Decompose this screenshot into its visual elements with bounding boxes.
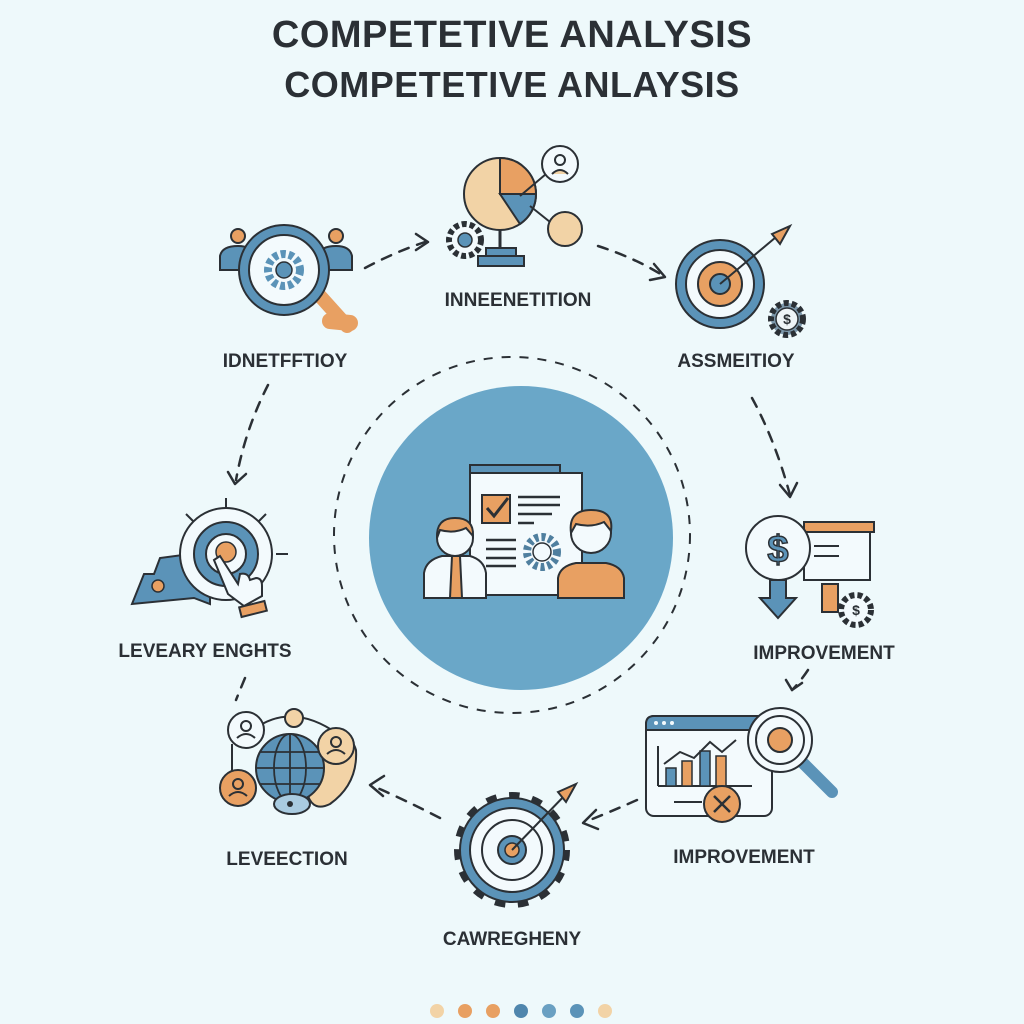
dollar-presentation-icon: $ $ bbox=[745, 515, 875, 628]
step-label-1: IDNETFFTIOY bbox=[222, 351, 348, 372]
step-label-5: IMPROVEMENT bbox=[673, 847, 815, 868]
step-label-4: IMPROVEMENT bbox=[753, 643, 895, 664]
svg-text:$: $ bbox=[852, 602, 860, 618]
step-label-2: INNEENETITION bbox=[444, 290, 592, 311]
magnifier-gear-people-icon bbox=[219, 224, 358, 333]
step-label-7: LEVEECTION bbox=[226, 849, 348, 870]
page-dot-6[interactable] bbox=[570, 1004, 584, 1018]
gear-target-icon bbox=[454, 781, 579, 908]
page-dot-2[interactable] bbox=[458, 1004, 472, 1018]
team-document-checklist-icon bbox=[369, 386, 673, 690]
page-title: COMPETETIVE ANALYSIS bbox=[271, 14, 753, 56]
page-dot-5[interactable] bbox=[542, 1004, 556, 1018]
pagination-dots bbox=[430, 1004, 612, 1018]
target-hand-click-icon bbox=[130, 498, 288, 619]
step-label-6: CAWREGHENY bbox=[442, 929, 582, 950]
page-dot-7[interactable] bbox=[598, 1004, 612, 1018]
chart-magnifier-icon bbox=[645, 707, 838, 823]
step-label-8: LEVEARY ENGHTS bbox=[118, 641, 292, 662]
page-dot-3[interactable] bbox=[486, 1004, 500, 1018]
target-arrow-dollar-gear-icon: $ bbox=[675, 223, 806, 338]
globe-network-icon bbox=[219, 708, 358, 815]
step-label-3: ASSMEITIOY bbox=[677, 351, 795, 372]
page-dot-4[interactable] bbox=[514, 1004, 528, 1018]
page-subtitle: COMPETETIVE ANLAYSIS bbox=[284, 64, 740, 105]
svg-text:$: $ bbox=[783, 311, 791, 327]
page-dot-1[interactable] bbox=[430, 1004, 444, 1018]
pie-chart-gear-icon bbox=[446, 145, 583, 267]
svg-text:$: $ bbox=[767, 529, 788, 571]
